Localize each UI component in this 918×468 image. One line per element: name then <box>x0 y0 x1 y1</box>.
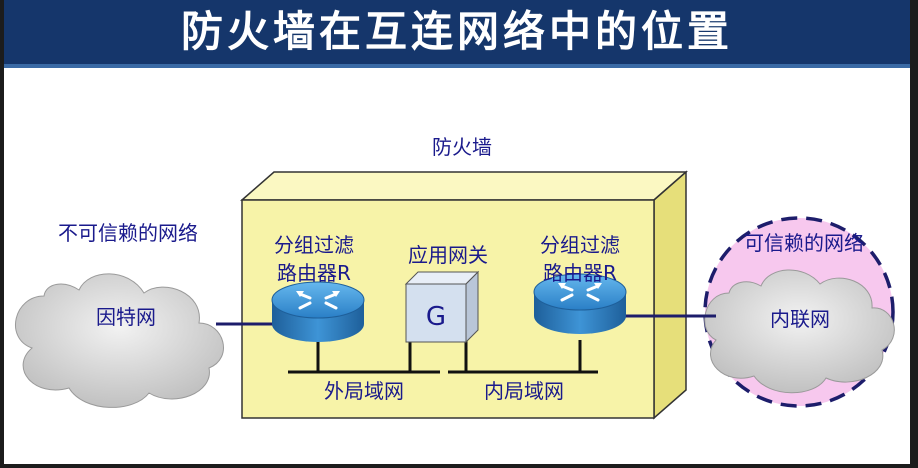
page-title: 防火墙在互连网络中的位置 <box>180 7 733 56</box>
outer-lan-line <box>288 340 440 374</box>
intranet-cloud-icon <box>704 269 895 394</box>
router-left-label-line1: 分组过滤 <box>274 233 354 257</box>
diagram-area: G 防火墙 不可信赖的网络 可信赖的网络 因特网 内联网 分组过滤 路由器R 分… <box>4 68 910 464</box>
router-left-icon <box>271 281 365 342</box>
outer-lan-label: 外局域网 <box>324 379 404 403</box>
router-right-icon <box>533 273 627 334</box>
internet-cloud-icon <box>15 273 224 408</box>
firewall-diagram: G 防火墙 不可信赖的网络 可信赖的网络 因特网 内联网 分组过滤 路由器R 分… <box>15 135 895 420</box>
intranet-label: 内联网 <box>770 307 830 331</box>
router-left-label-line2: 路由器R <box>277 261 351 285</box>
gateway-letter: G <box>426 302 446 332</box>
gateway-box-icon: G <box>404 270 480 344</box>
title-bar: 防火墙在互连网络中的位置 <box>4 0 910 68</box>
gateway-label: 应用网关 <box>408 243 488 267</box>
untrusted-network-label: 不可信赖的网络 <box>58 221 198 245</box>
trusted-network-label: 可信赖的网络 <box>744 231 864 255</box>
firewall-label: 防火墙 <box>432 135 492 159</box>
inner-lan-line <box>448 340 598 374</box>
router-right-label-line2: 路由器R <box>543 261 617 285</box>
internet-label: 因特网 <box>96 305 156 329</box>
router-right-label-line1: 分组过滤 <box>540 233 620 257</box>
inner-lan-label: 内局域网 <box>484 379 564 403</box>
